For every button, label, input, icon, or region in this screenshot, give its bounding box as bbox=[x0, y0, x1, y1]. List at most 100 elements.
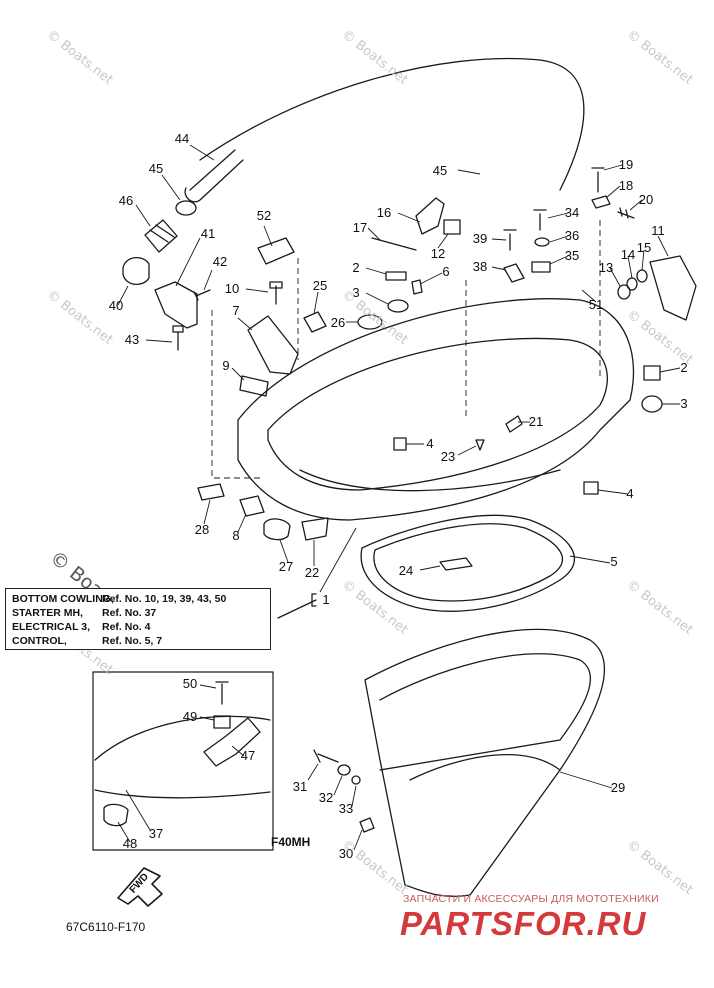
callout-number: 28 bbox=[195, 522, 209, 537]
callout-number: 43 bbox=[125, 332, 139, 347]
callout-number: 48 bbox=[123, 836, 137, 851]
ref-row: CONTROL,Ref. No. 5, 7 bbox=[12, 634, 264, 648]
washer-33 bbox=[351, 775, 361, 785]
ref-key: CONTROL, bbox=[12, 635, 67, 647]
callout-number: 25 bbox=[313, 278, 327, 293]
connector-47 bbox=[203, 717, 261, 767]
callout-number: 4 bbox=[626, 486, 633, 501]
grommet-8 bbox=[239, 495, 265, 517]
ad-tagline[interactable]: ЗАПЧАСТИ И АКСЕССУАРЫ ДЛЯ МОТОТЕХНИКИ bbox=[403, 893, 659, 905]
callout-number: 21 bbox=[529, 414, 543, 429]
callout-number: 30 bbox=[339, 846, 353, 861]
callout-number: 49 bbox=[183, 709, 197, 724]
bolt-19 bbox=[591, 167, 605, 193]
leader-dash-1 bbox=[211, 220, 601, 479]
callout-number: 11 bbox=[651, 223, 665, 238]
leader-28 bbox=[203, 499, 211, 525]
bolt-50 bbox=[215, 681, 229, 705]
callout-number: 52 bbox=[257, 208, 271, 223]
callout-number: 45 bbox=[149, 161, 163, 176]
grommet-35 bbox=[531, 261, 551, 273]
seal-5-inner bbox=[373, 523, 563, 602]
leader-19 bbox=[603, 164, 623, 171]
leader-8 bbox=[237, 513, 247, 533]
collar-12 bbox=[443, 219, 461, 235]
clip-25 bbox=[303, 311, 327, 333]
leader-5 bbox=[569, 555, 611, 564]
callout-number: 2 bbox=[352, 260, 359, 275]
apron-29-inner bbox=[379, 653, 592, 771]
leader-11 bbox=[657, 235, 669, 257]
leader-33 bbox=[351, 785, 357, 807]
callout-number: 41 bbox=[201, 226, 215, 241]
top-cowling-outline bbox=[199, 57, 585, 191]
bottom-cowling bbox=[237, 298, 635, 521]
ref-key: ELECTRICAL 3, bbox=[12, 621, 90, 633]
callout-number: 3 bbox=[680, 396, 687, 411]
callout-number: 44 bbox=[175, 131, 189, 146]
ref-row: STARTER MH,Ref. No. 37 bbox=[12, 606, 264, 620]
callout-number: 10 bbox=[225, 281, 239, 296]
callout-number: 31 bbox=[293, 779, 307, 794]
ref-value: Ref. No. 37 bbox=[102, 607, 157, 619]
bolt-17 bbox=[371, 237, 417, 251]
leader-18 bbox=[605, 185, 621, 199]
grommet-22 bbox=[301, 517, 329, 541]
leader-31 bbox=[307, 763, 319, 781]
washer-13 bbox=[617, 284, 631, 300]
leader-42 bbox=[203, 269, 213, 291]
bolt-10 bbox=[269, 281, 283, 305]
leader-36 bbox=[549, 235, 569, 243]
reference-table: BOTTOM COWLING,Ref. No. 10, 19, 39, 43, … bbox=[5, 588, 271, 650]
screw-23 bbox=[475, 439, 485, 451]
bottom-cowling-inner bbox=[267, 337, 608, 491]
callout-number: 5 bbox=[610, 554, 617, 569]
grommet-3 bbox=[387, 299, 409, 313]
bracket-41 bbox=[154, 281, 198, 329]
inset-box bbox=[92, 671, 274, 851]
leader-47 bbox=[231, 745, 245, 757]
ad-logo[interactable]: PARTSFOR.RU bbox=[400, 905, 647, 942]
bolt-31 bbox=[313, 749, 339, 763]
apron-29-edge bbox=[409, 754, 561, 781]
callout-number: 26 bbox=[331, 315, 345, 330]
callout-number: 42 bbox=[213, 254, 227, 269]
leader-30 bbox=[353, 829, 363, 851]
grommet-48 bbox=[103, 803, 129, 827]
leader-35 bbox=[549, 255, 569, 265]
callout-number: 2 bbox=[680, 360, 687, 375]
callout-number: 37 bbox=[149, 826, 163, 841]
leader-14 bbox=[627, 255, 633, 279]
callout-number: 13 bbox=[599, 260, 613, 275]
callout-number: 14 bbox=[621, 247, 635, 262]
leader-20 bbox=[629, 199, 643, 211]
washer-14 bbox=[626, 277, 638, 291]
ref-value: Ref. No. 4 bbox=[102, 621, 151, 633]
callout-number: 45 bbox=[433, 163, 447, 178]
nut-30 bbox=[359, 817, 375, 833]
callout-number: 7 bbox=[232, 303, 239, 318]
callout-number: 8 bbox=[232, 528, 239, 543]
leader-32 bbox=[333, 775, 343, 796]
clip-4a bbox=[393, 437, 407, 451]
apron-29 bbox=[364, 628, 606, 897]
callout-number: 29 bbox=[611, 780, 625, 795]
collar-49 bbox=[213, 715, 231, 729]
leader-23 bbox=[457, 445, 477, 456]
pad-24 bbox=[439, 557, 473, 571]
bushing-38 bbox=[503, 263, 525, 283]
ref-row: ELECTRICAL 3, Ref. No. 4 bbox=[12, 620, 264, 634]
callout-number: 1 bbox=[322, 592, 329, 607]
grommet-40 bbox=[122, 257, 150, 285]
leader-24 bbox=[419, 565, 441, 571]
callout-number: 35 bbox=[565, 248, 579, 263]
grommet-27 bbox=[263, 518, 291, 541]
screw-6 bbox=[411, 279, 423, 295]
breather-46 bbox=[144, 219, 178, 253]
ref-value: Ref. No. 10, 19, 39, 43, 50 bbox=[102, 593, 227, 605]
callout-number: 19 bbox=[619, 157, 633, 172]
leader-48 bbox=[117, 821, 131, 843]
leader-50 bbox=[199, 684, 217, 689]
